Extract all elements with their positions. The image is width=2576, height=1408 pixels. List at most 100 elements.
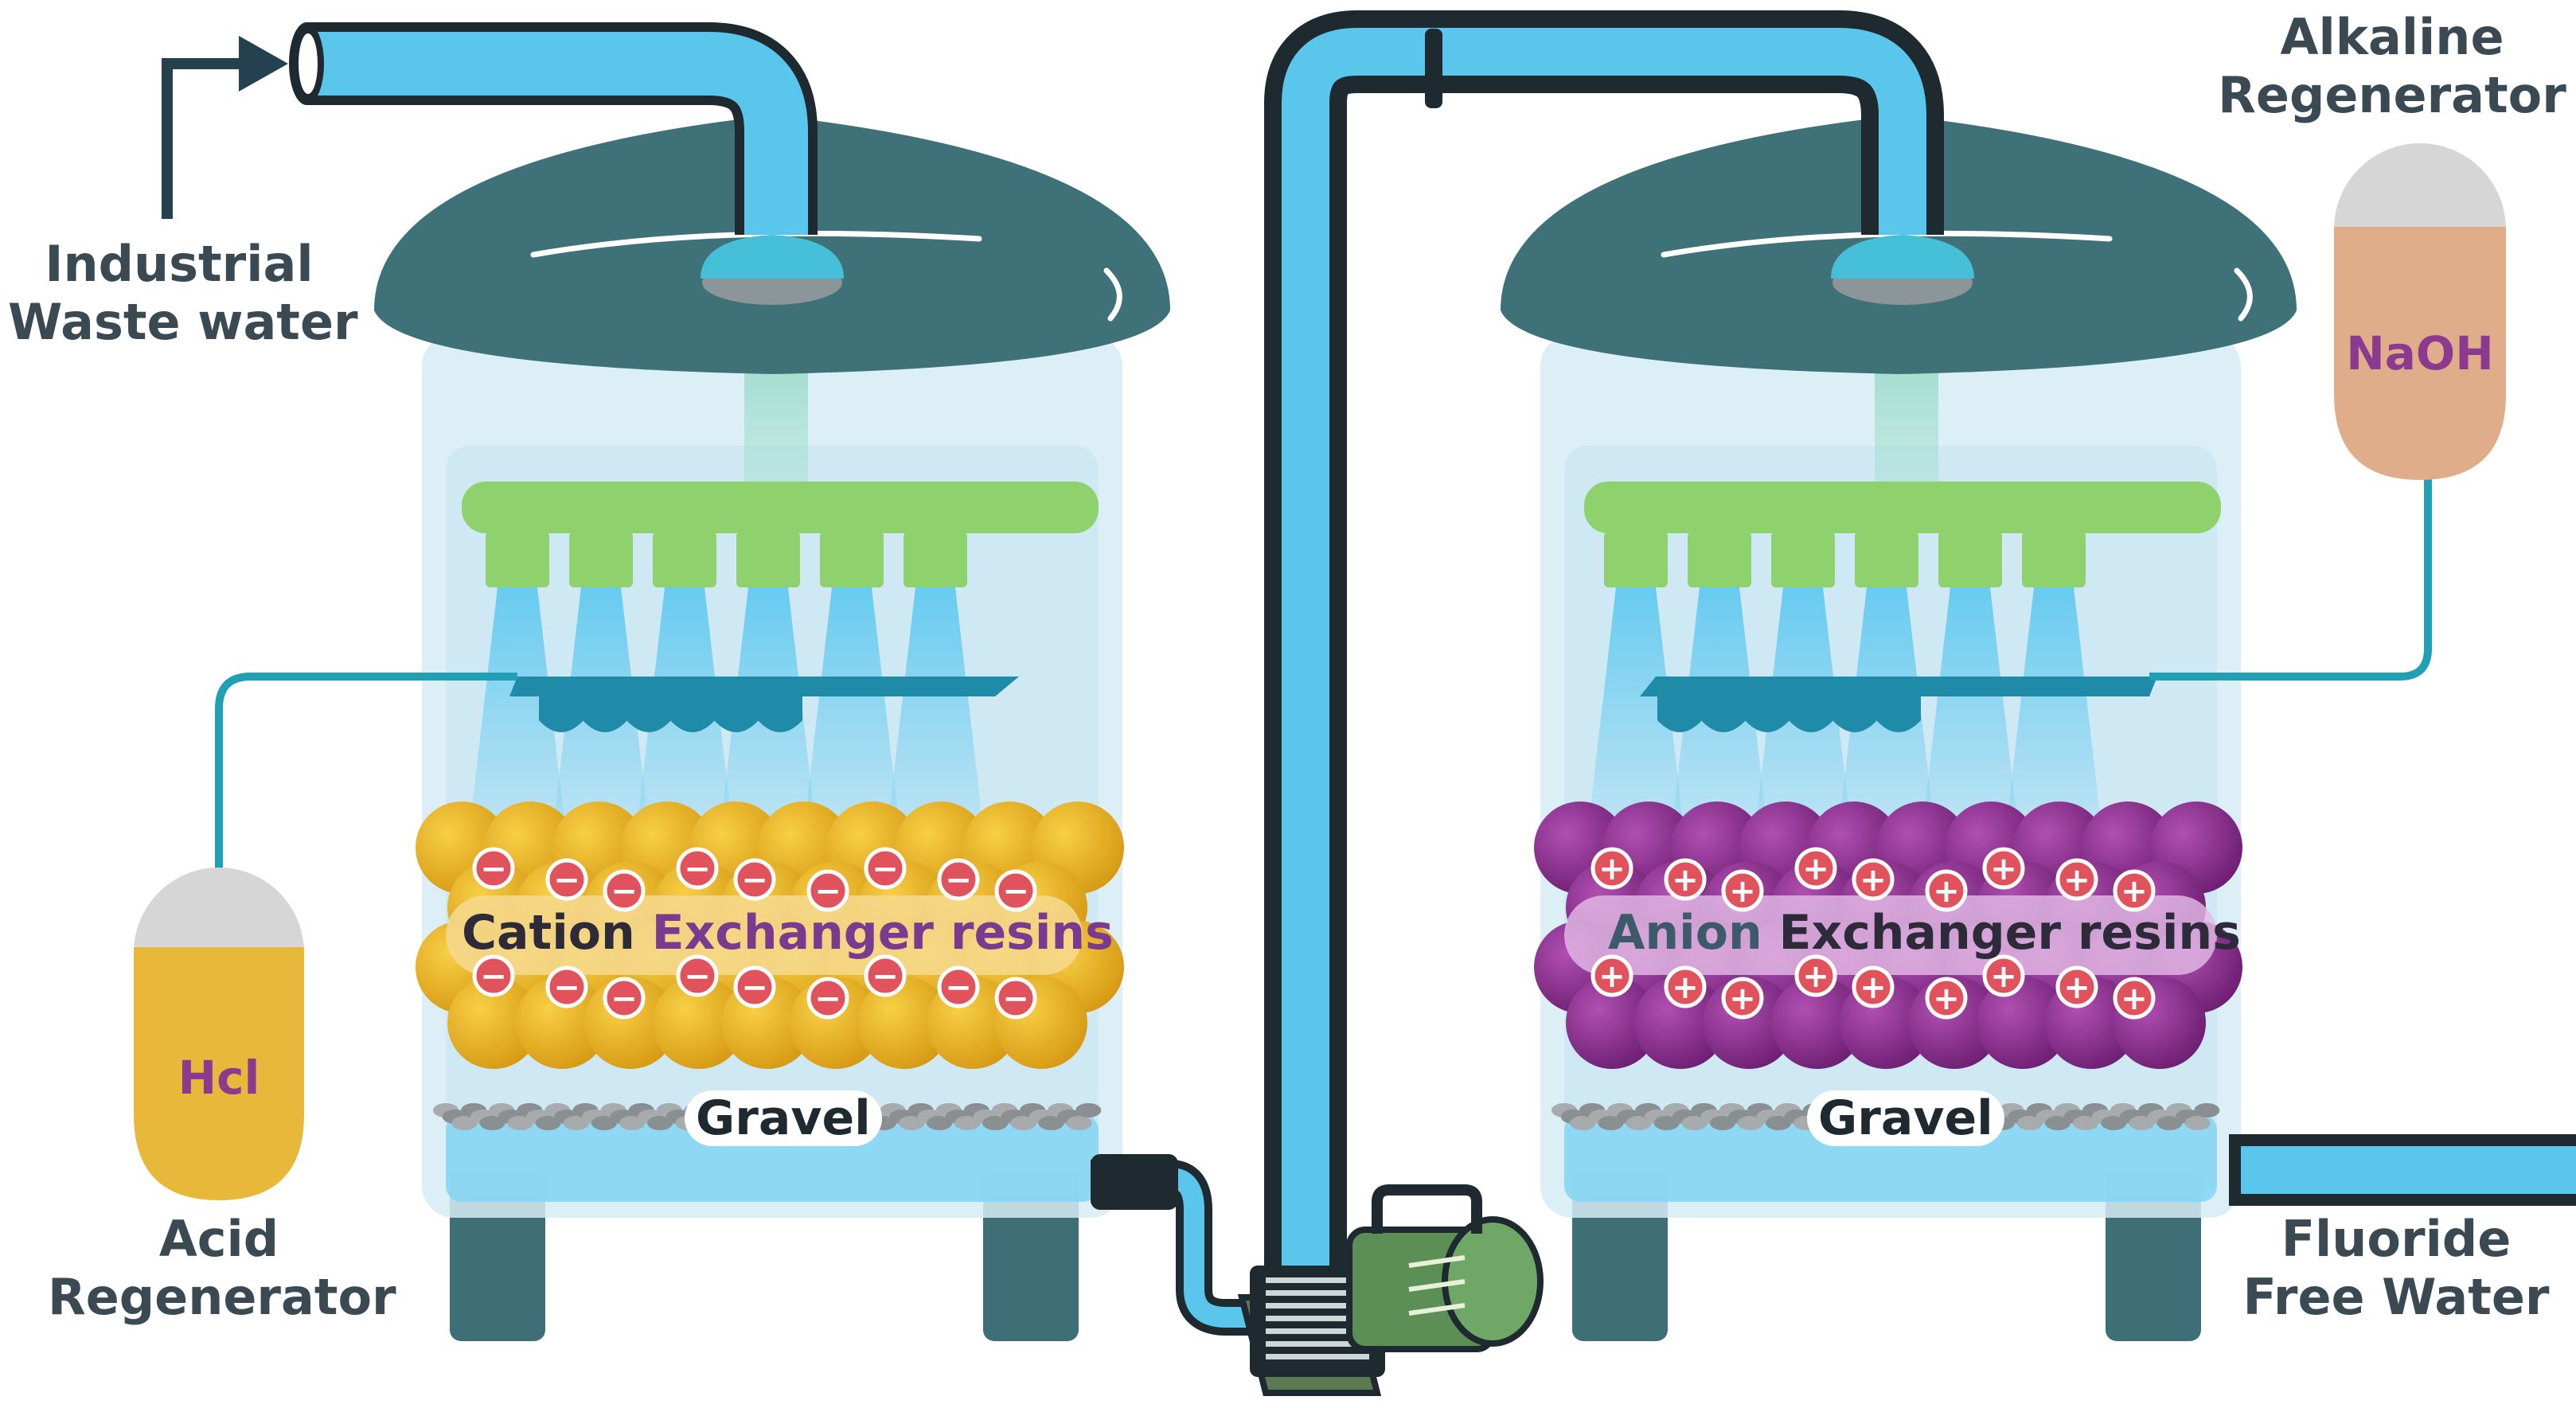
ion-sign: + — [1990, 958, 2017, 995]
ion-marker — [545, 965, 588, 1008]
gravel-stone — [1570, 1116, 1596, 1130]
ion-sign: − — [1002, 873, 1029, 910]
ion-marker — [806, 977, 849, 1020]
anion-ions: ++++++++++++++++++ — [1590, 847, 2156, 1020]
ion-sign: + — [1672, 862, 1699, 899]
fluoride-line2: Free Water — [2242, 1268, 2550, 1327]
ion-marker — [676, 954, 719, 997]
ion-marker — [545, 858, 588, 901]
right-distributor — [1584, 482, 2221, 533]
gravel-stone — [451, 1116, 478, 1130]
ion-sign: − — [872, 958, 899, 995]
spray-nozzle — [736, 532, 800, 587]
gravel-stone — [1075, 1103, 1102, 1117]
inflow-arrowhead — [239, 36, 288, 92]
ion-sign: − — [741, 969, 768, 1006]
ion-marker — [2113, 977, 2156, 1020]
ion-marker — [937, 858, 980, 901]
ion-sign: − — [814, 981, 841, 1017]
resin-bead — [1771, 977, 1864, 1069]
industrial-line1: Industrial — [45, 235, 314, 293]
pump-fin — [1266, 1303, 1369, 1309]
inflow-arrow — [162, 58, 255, 219]
ion-sign: + — [2121, 873, 2148, 910]
alkaline-chemical-label: NaOH — [2346, 326, 2494, 380]
ion-marker — [1852, 965, 1895, 1008]
ion-sign: + — [1860, 969, 1887, 1006]
acid-chemical-label: Hcl — [178, 1051, 260, 1105]
drip-nozzle — [1876, 696, 1921, 732]
spray-nozzle — [653, 532, 716, 587]
acid-feed-line — [215, 673, 517, 868]
alkaline-feed-line — [2149, 478, 2432, 681]
gravel-stone — [954, 1116, 981, 1130]
spray-nozzle — [1855, 532, 1918, 587]
drip-nozzle — [714, 696, 759, 732]
gravel-stone — [1766, 1116, 1792, 1130]
ion-marker — [1590, 847, 1633, 890]
gravel-stone — [507, 1116, 533, 1130]
drip-nozzle — [670, 696, 715, 732]
ion-sign: + — [1990, 851, 2017, 887]
pump-fin — [1266, 1341, 1369, 1347]
ion-sign: − — [945, 969, 972, 1006]
ion-marker — [994, 869, 1037, 912]
drip-nozzle — [1745, 696, 1790, 732]
resin-bead — [1634, 977, 1727, 1069]
ion-marker — [1721, 977, 1764, 1020]
ion-marker — [2055, 965, 2098, 1008]
spray-nozzle — [486, 532, 549, 587]
gravel-stone — [2184, 1116, 2211, 1130]
spray-nozzle — [820, 532, 884, 587]
ion-sign: + — [2063, 969, 2090, 1006]
ion-marker — [1721, 869, 1764, 912]
pump-fin — [1266, 1290, 1369, 1296]
cation-tank: −−−−−−−−−−−−−−−−−− — [374, 115, 1170, 1341]
left-gravel-label: Gravel — [685, 1090, 882, 1146]
ion-marker — [603, 869, 646, 912]
pump-fin — [1266, 1354, 1369, 1359]
gravel-stone — [535, 1116, 561, 1130]
ion-marker — [2055, 858, 2098, 901]
pump-fin — [1266, 1328, 1369, 1334]
resin-bead — [447, 977, 540, 1069]
ion-sign: + — [1672, 969, 1699, 1006]
ion-sign: + — [2063, 862, 2090, 899]
anion-exchanger-word: Exchanger resins — [1778, 905, 2241, 961]
gravel-stone — [2045, 1116, 2071, 1130]
alkaline-capsule — [2334, 227, 2506, 480]
resin-bead — [653, 977, 745, 1069]
ion-sign: − — [945, 862, 972, 899]
gravel-stone — [479, 1116, 505, 1130]
pump-fin — [1266, 1277, 1369, 1283]
ion-marker — [864, 847, 907, 890]
ion-marker — [472, 847, 515, 890]
ion-marker — [1794, 954, 1837, 997]
ion-sign: + — [1802, 958, 1829, 995]
lid-highlight — [2234, 267, 2253, 322]
spray-cone — [888, 587, 983, 828]
ion-sign: − — [480, 851, 507, 887]
gravel-stone — [1709, 1116, 1735, 1130]
pump-stripe — [1408, 1255, 1466, 1316]
ion-marker — [1982, 847, 2025, 890]
gravel-stone — [1738, 1116, 1763, 1130]
industrial-line2: Waste water — [8, 293, 358, 352]
right-nozzles — [1604, 532, 2086, 587]
ion-marker — [1852, 858, 1895, 901]
spray-cone — [470, 587, 565, 828]
left-outlet-pipe — [1091, 1168, 1266, 1328]
alkaline-regenerator-label: Alkaline Regenerator — [2213, 8, 2571, 124]
left-regenerant-manifold — [509, 677, 1019, 696]
gravel-stone — [1038, 1116, 1064, 1130]
anion-tank: ++++++++++++++++++ — [1501, 115, 2297, 1341]
gravel-stone — [1653, 1116, 1680, 1130]
inlet-pipe-opening-inner — [299, 33, 318, 94]
ion-sign: + — [1933, 981, 1960, 1017]
ion-marker — [733, 858, 776, 901]
acid-regenerator-label: Acid Regenerator — [48, 1210, 396, 1326]
spray-cone — [1922, 587, 2018, 828]
left-distributor — [462, 482, 1099, 533]
spray-nozzle — [1938, 532, 2002, 587]
ion-sign: − — [684, 851, 711, 887]
